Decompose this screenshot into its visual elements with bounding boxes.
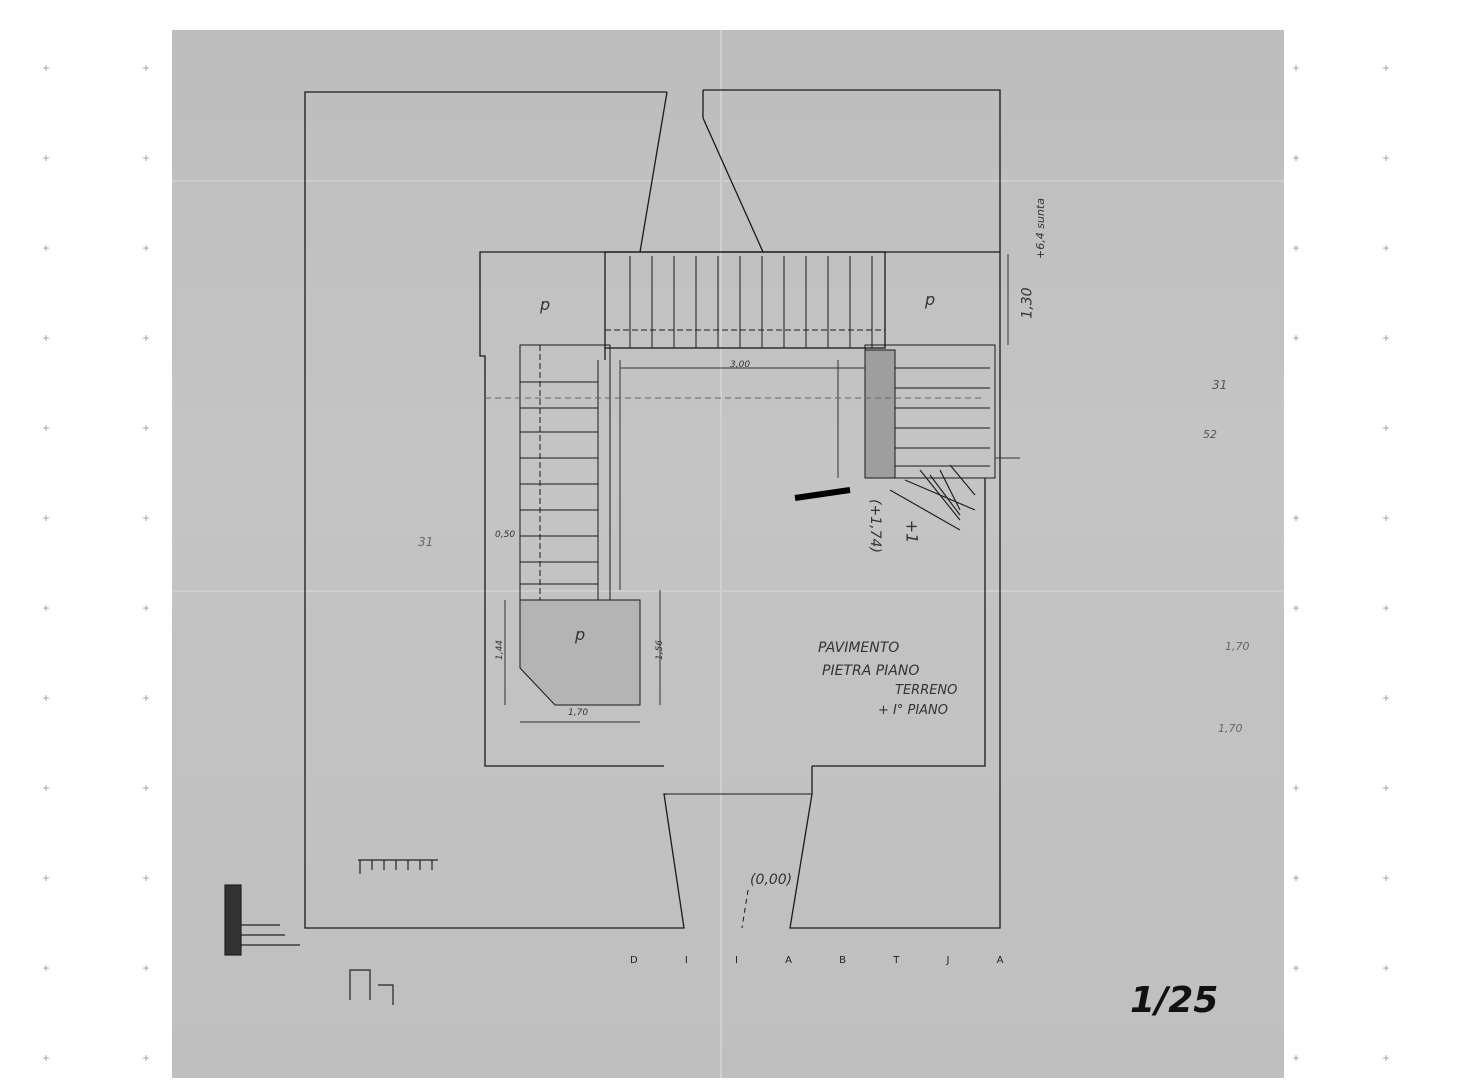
note-line-4: + I° PIANO [878, 703, 949, 718]
margin-note: 31 [418, 535, 434, 549]
margin-note: 52 [1203, 428, 1217, 441]
fold-line-horizontal [172, 180, 1284, 182]
landing-symbol: p [575, 625, 586, 644]
bottom-lettering: D I I A B T J A [630, 955, 1026, 966]
dimension-top-right: +6,4 sunta [1033, 198, 1047, 259]
level-marker: (+1,74) [866, 499, 883, 553]
dimension-left-stair: 0,50 [495, 530, 516, 540]
landing-symbol-top-right: p [925, 290, 936, 309]
margin-note: 1,70 [1218, 722, 1243, 735]
dimension-corridor: 3,00 [730, 360, 751, 370]
margin-note: 1,70 [1225, 640, 1250, 653]
level-marker-2: +1 [902, 519, 922, 544]
outer-wall [703, 89, 1001, 929]
sketch-details [224, 859, 438, 1005]
note-line-3: TERRENO [895, 683, 958, 698]
drawing-sheet [172, 30, 1284, 1078]
note-line-2: PIETRA PIANO [822, 663, 920, 679]
entrance-level: (0,00) [750, 872, 793, 888]
fold-line-horizontal [172, 590, 1284, 592]
inner-wall [479, 251, 1000, 767]
stair-run-top [604, 251, 886, 349]
dimension-small: 1,44 [495, 639, 506, 661]
dimension-landing-width: 1,70 [568, 708, 589, 718]
fold-line-vertical [720, 30, 722, 1078]
outer-wall [304, 91, 685, 929]
stair-landing [519, 599, 641, 706]
margin-note: 31 [1212, 378, 1228, 392]
landing-symbol-top-left: p [540, 295, 551, 314]
scale-label: 1/25 [1130, 980, 1219, 1021]
dimension-right: 1,30 [1019, 287, 1036, 319]
note-line-1: PAVIMENTO [818, 640, 900, 656]
dimension-landing-depth: 1,56 [655, 639, 666, 661]
